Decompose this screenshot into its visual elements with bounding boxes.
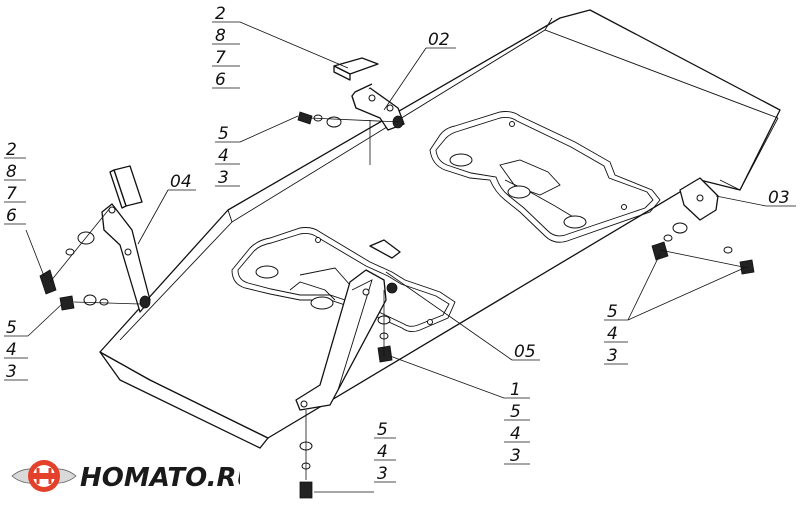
callout-mid-4: 4 — [510, 424, 521, 444]
callout-top-8: 8 — [215, 26, 226, 46]
callout-left-7: 7 — [6, 184, 17, 204]
callout-02: 02 — [428, 30, 450, 50]
bracket-03 — [651, 177, 755, 275]
callout-top-2: 2 — [215, 4, 226, 24]
bracket-04 — [39, 165, 151, 313]
callout-bottom-5: 5 — [377, 420, 388, 440]
callout-right-3: 3 — [607, 346, 618, 366]
callout-bottom-4: 4 — [377, 442, 388, 462]
callout-left-6: 6 — [6, 206, 17, 226]
brand-logo[interactable]: HOMATO.RU — [10, 452, 240, 502]
bracket-02 — [297, 57, 405, 131]
callout-mid-1: 1 — [510, 380, 521, 400]
leader-lines — [4, 21, 796, 493]
callout-bottom-3: 3 — [377, 464, 388, 484]
callout-labels: 2 8 7 6 02 5 4 3 2 8 7 6 04 5 4 3 03 5 4… — [6, 4, 790, 484]
callout-upper-4: 4 — [218, 146, 229, 166]
callout-left-2: 2 — [6, 140, 17, 160]
callout-03: 03 — [768, 188, 790, 208]
callout-upper-5: 5 — [218, 124, 229, 144]
logo-emblem-icon — [11, 460, 77, 492]
callout-left-4: 4 — [6, 340, 17, 360]
callout-mid-3: 3 — [510, 446, 521, 466]
callout-04: 04 — [170, 172, 192, 192]
callout-05: 05 — [514, 342, 536, 362]
callout-left-8: 8 — [6, 162, 17, 182]
callout-top-6: 6 — [215, 70, 226, 90]
skid-plate — [99, 9, 781, 449]
callout-left-3: 3 — [6, 362, 17, 382]
callout-right-5: 5 — [607, 302, 618, 322]
logo-text: HOMATO.RU — [80, 463, 240, 493]
callout-right-4: 4 — [607, 324, 618, 344]
callout-left-5: 5 — [6, 318, 17, 338]
callout-mid-5: 5 — [510, 402, 521, 422]
callout-top-7: 7 — [215, 48, 226, 68]
callout-upper-3: 3 — [218, 168, 229, 188]
